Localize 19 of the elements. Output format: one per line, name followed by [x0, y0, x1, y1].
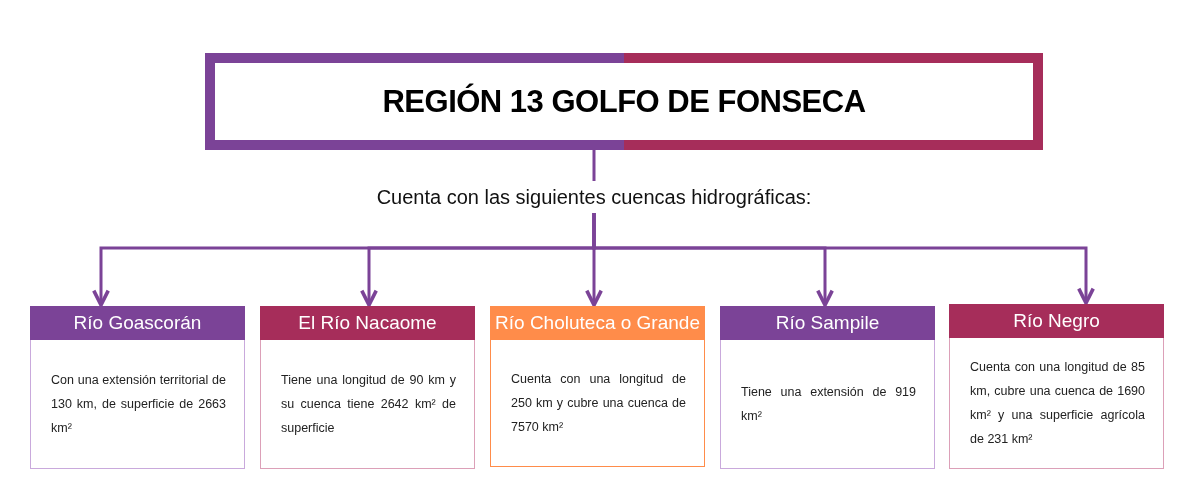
card-text: Con una extensión territorial de 130 km, de superficie de 2663 km²	[51, 372, 226, 437]
card-text: Cuenta con una longitud de 85 km, cubre una cuenca de 1690 km² y una superficie agrícola de 231 km²	[970, 359, 1145, 448]
info-card	[949, 304, 1164, 469]
card-heading: Río Sampile	[720, 306, 935, 340]
title-text: REGIÓN 13 GOLFO DE FONSECA	[382, 83, 866, 120]
card-text: Tiene una extensión de 919 km²	[741, 384, 916, 425]
info-card	[720, 306, 935, 469]
connector-line	[592, 150, 596, 181]
title-box	[205, 53, 1043, 150]
arrow	[592, 213, 1095, 305]
card-heading: Río Negro	[949, 304, 1164, 338]
card-heading: El Río Nacaome	[260, 306, 475, 340]
card-heading: Río Choluteca o Grande	[490, 306, 705, 340]
card-text: Tiene una longitud de 90 km y su cuenca tiene 2642 km² de superficie	[281, 372, 456, 437]
info-card	[30, 306, 245, 469]
card-text: Cuenta con una longitud de 250 km y cubre una cuenca de 7570 km²	[511, 371, 686, 436]
card-heading: Río Goascorán	[30, 306, 245, 340]
info-card	[490, 306, 705, 467]
info-card	[260, 306, 475, 469]
